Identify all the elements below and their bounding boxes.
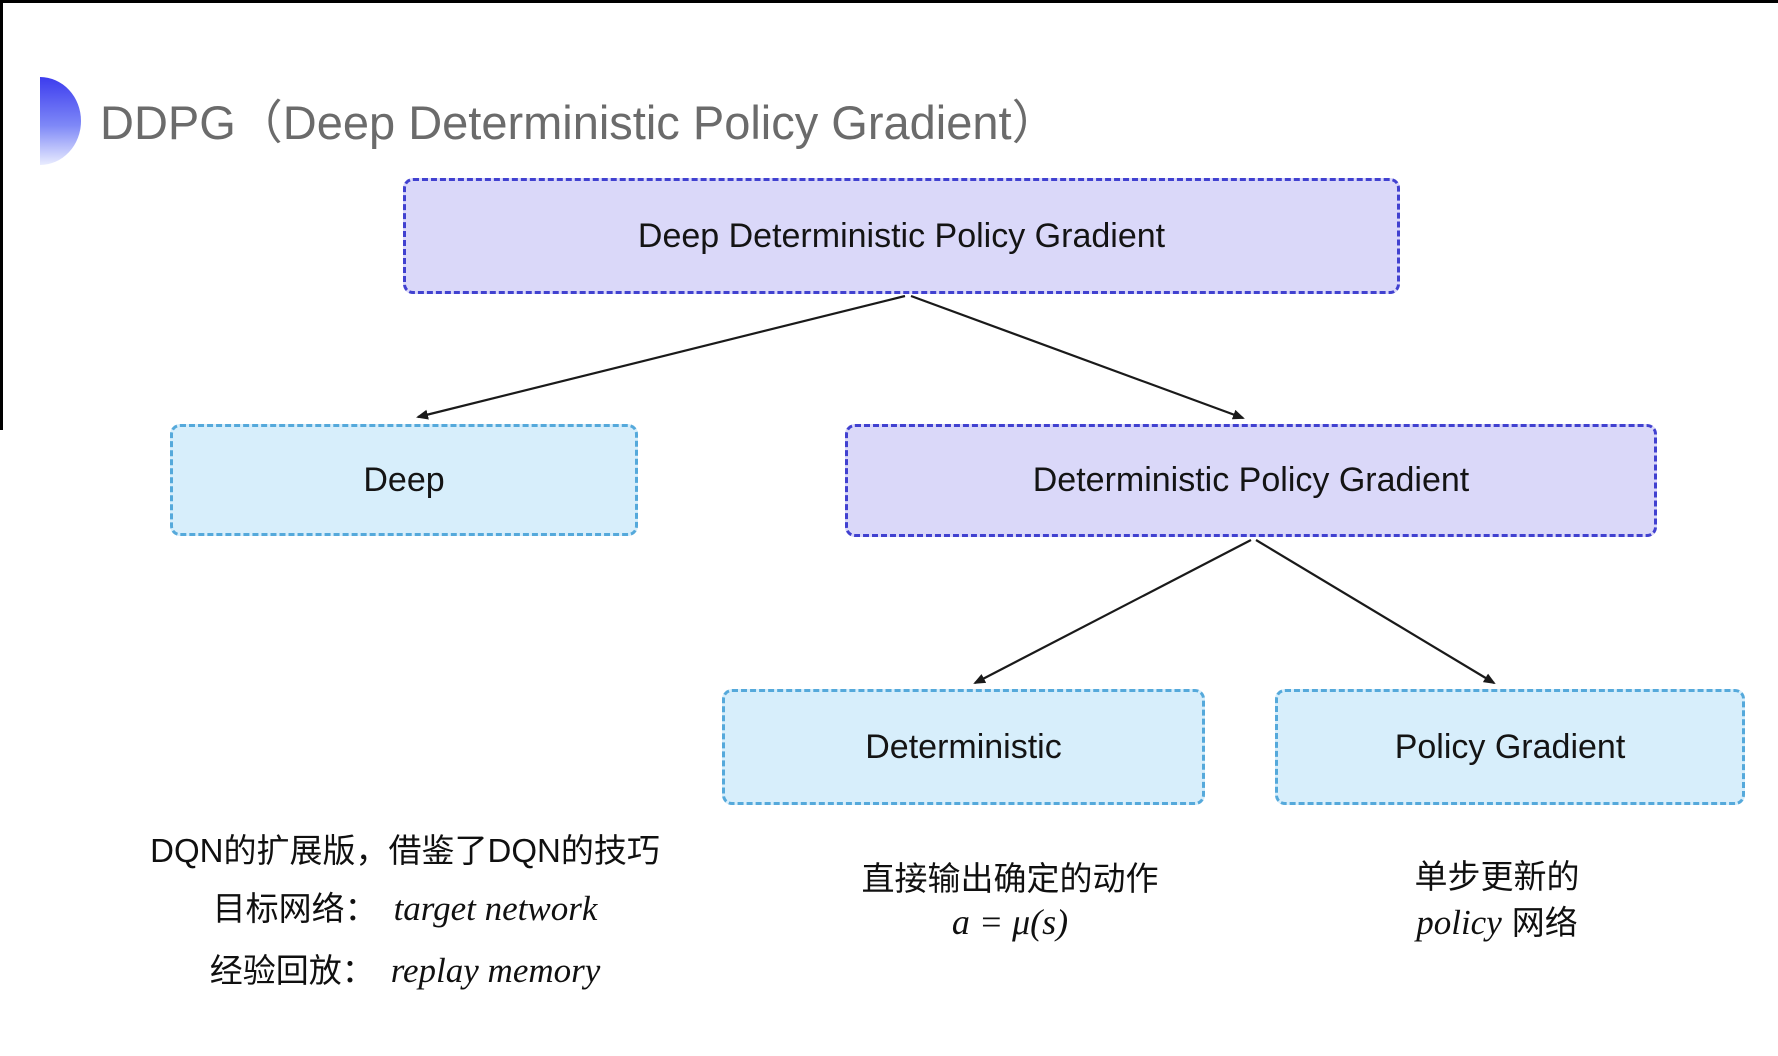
arrow-dpg-to-policy-gradient <box>1255 539 1496 685</box>
node-policy-gradient: Policy Gradient <box>1275 689 1745 805</box>
note-deep-target-label: 目标网络： <box>212 890 378 927</box>
window-border-top <box>0 0 1778 3</box>
arrow-root-to-dpg <box>910 294 1245 420</box>
note-deep-replay-value: replay memory <box>390 951 601 990</box>
note-policy-gradient-word-en: policy <box>1416 903 1502 942</box>
title-bullet-icon <box>40 77 81 165</box>
node-deterministic-label: Deterministic <box>865 727 1062 766</box>
node-deep: Deep <box>170 424 638 536</box>
arrow-dpg-to-deterministic <box>973 539 1252 684</box>
note-policy-gradient: 单步更新的 policy 网络 <box>1282 856 1712 944</box>
node-deterministic: Deterministic <box>722 689 1205 805</box>
note-deterministic-formula: a = μ(s) <box>951 902 1069 942</box>
note-deep-replay-label: 经验回放： <box>209 952 375 989</box>
note-deterministic: 直接输出确定的动作 a = μ(s) <box>770 858 1250 944</box>
note-policy-gradient-line1: 单步更新的 <box>1414 858 1580 895</box>
node-deterministic-policy-gradient: Deterministic Policy Gradient <box>845 424 1657 537</box>
node-root-label: Deep Deterministic Policy Gradient <box>637 216 1166 255</box>
note-deterministic-line1: 直接输出确定的动作 <box>861 860 1159 897</box>
node-deep-label: Deep <box>363 460 445 499</box>
note-deep-line1: DQN的扩展版，借鉴了DQN的技巧 <box>150 832 660 869</box>
note-policy-gradient-word-zh: 网络 <box>1511 904 1578 941</box>
node-root: Deep Deterministic Policy Gradient <box>403 178 1400 294</box>
note-deep: DQN的扩展版，借鉴了DQN的技巧 目标网络： target network 经… <box>110 830 700 992</box>
note-deep-target-value: target network <box>393 889 598 928</box>
arrow-root-to-deep <box>416 294 906 420</box>
window-border-left <box>0 0 3 430</box>
page-title: DDPG（Deep Deterministic Policy Gradient） <box>100 96 1059 149</box>
node-policy-gradient-label: Policy Gradient <box>1394 727 1626 766</box>
node-dpg-label: Deterministic Policy Gradient <box>1032 461 1470 499</box>
